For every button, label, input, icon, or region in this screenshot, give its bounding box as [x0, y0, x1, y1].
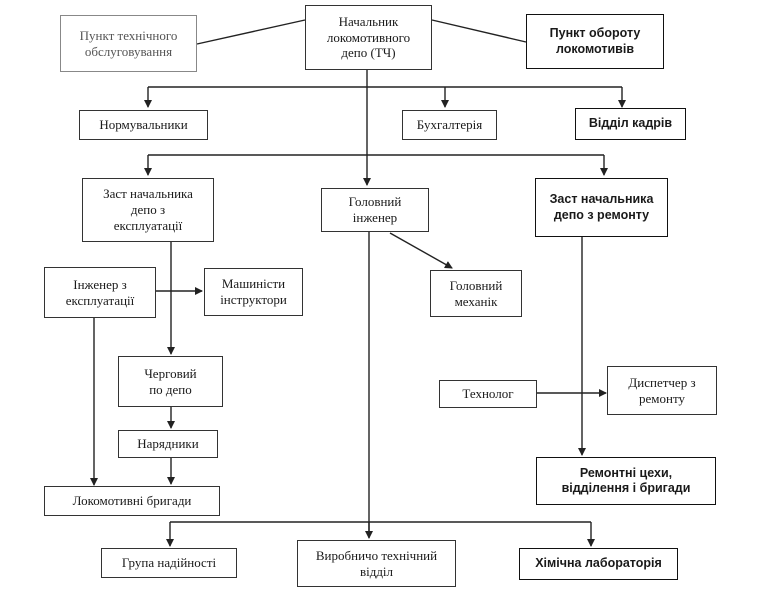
box-rate-setters: Нормувальники [79, 110, 208, 140]
box-repair-dispatcher: Диспетчер з ремонту [607, 366, 717, 415]
box-chief-mechanic: Головний механік [430, 270, 522, 317]
box-driver-instructors: Машиністи інструктори [204, 268, 303, 316]
link-head-tech-service [196, 19, 306, 45]
box-depot-head: Начальник локомотивного депо (ТЧ) [305, 5, 432, 70]
box-dispatchers: Нарядники [118, 430, 218, 458]
box-chem-lab: Хімічна лабораторія [519, 548, 678, 580]
box-accounting: Бухгалтерія [402, 110, 497, 140]
box-production-tech-dept: Виробничо технічний відділ [297, 540, 456, 587]
box-deputy-repair: Заст начальника депо з ремонту [535, 178, 668, 237]
box-operations-engineer: Інженер з експлуатації [44, 267, 156, 318]
box-repair-shops: Ремонтні цехи, відділення і бригади [536, 457, 716, 505]
box-technologist: Технолог [439, 380, 537, 408]
box-depot-duty-officer: Черговий по депо [118, 356, 223, 407]
box-deputy-operations: Заст начальника депо з експлуатації [82, 178, 214, 242]
arrow-chief-mechanic [389, 232, 453, 269]
link-head-loco-turnover [431, 19, 527, 43]
box-tech-service-point: Пункт технічного обслуговування [60, 15, 197, 72]
box-locomotive-crews: Локомотивні бригади [44, 486, 220, 516]
box-hr-department: Відділ кадрів [575, 108, 686, 140]
box-loco-turnover-point: Пункт обороту локомотивів [526, 14, 664, 69]
box-chief-engineer: Головний інженер [321, 188, 429, 232]
box-reliability-group: Група надійності [101, 548, 237, 578]
